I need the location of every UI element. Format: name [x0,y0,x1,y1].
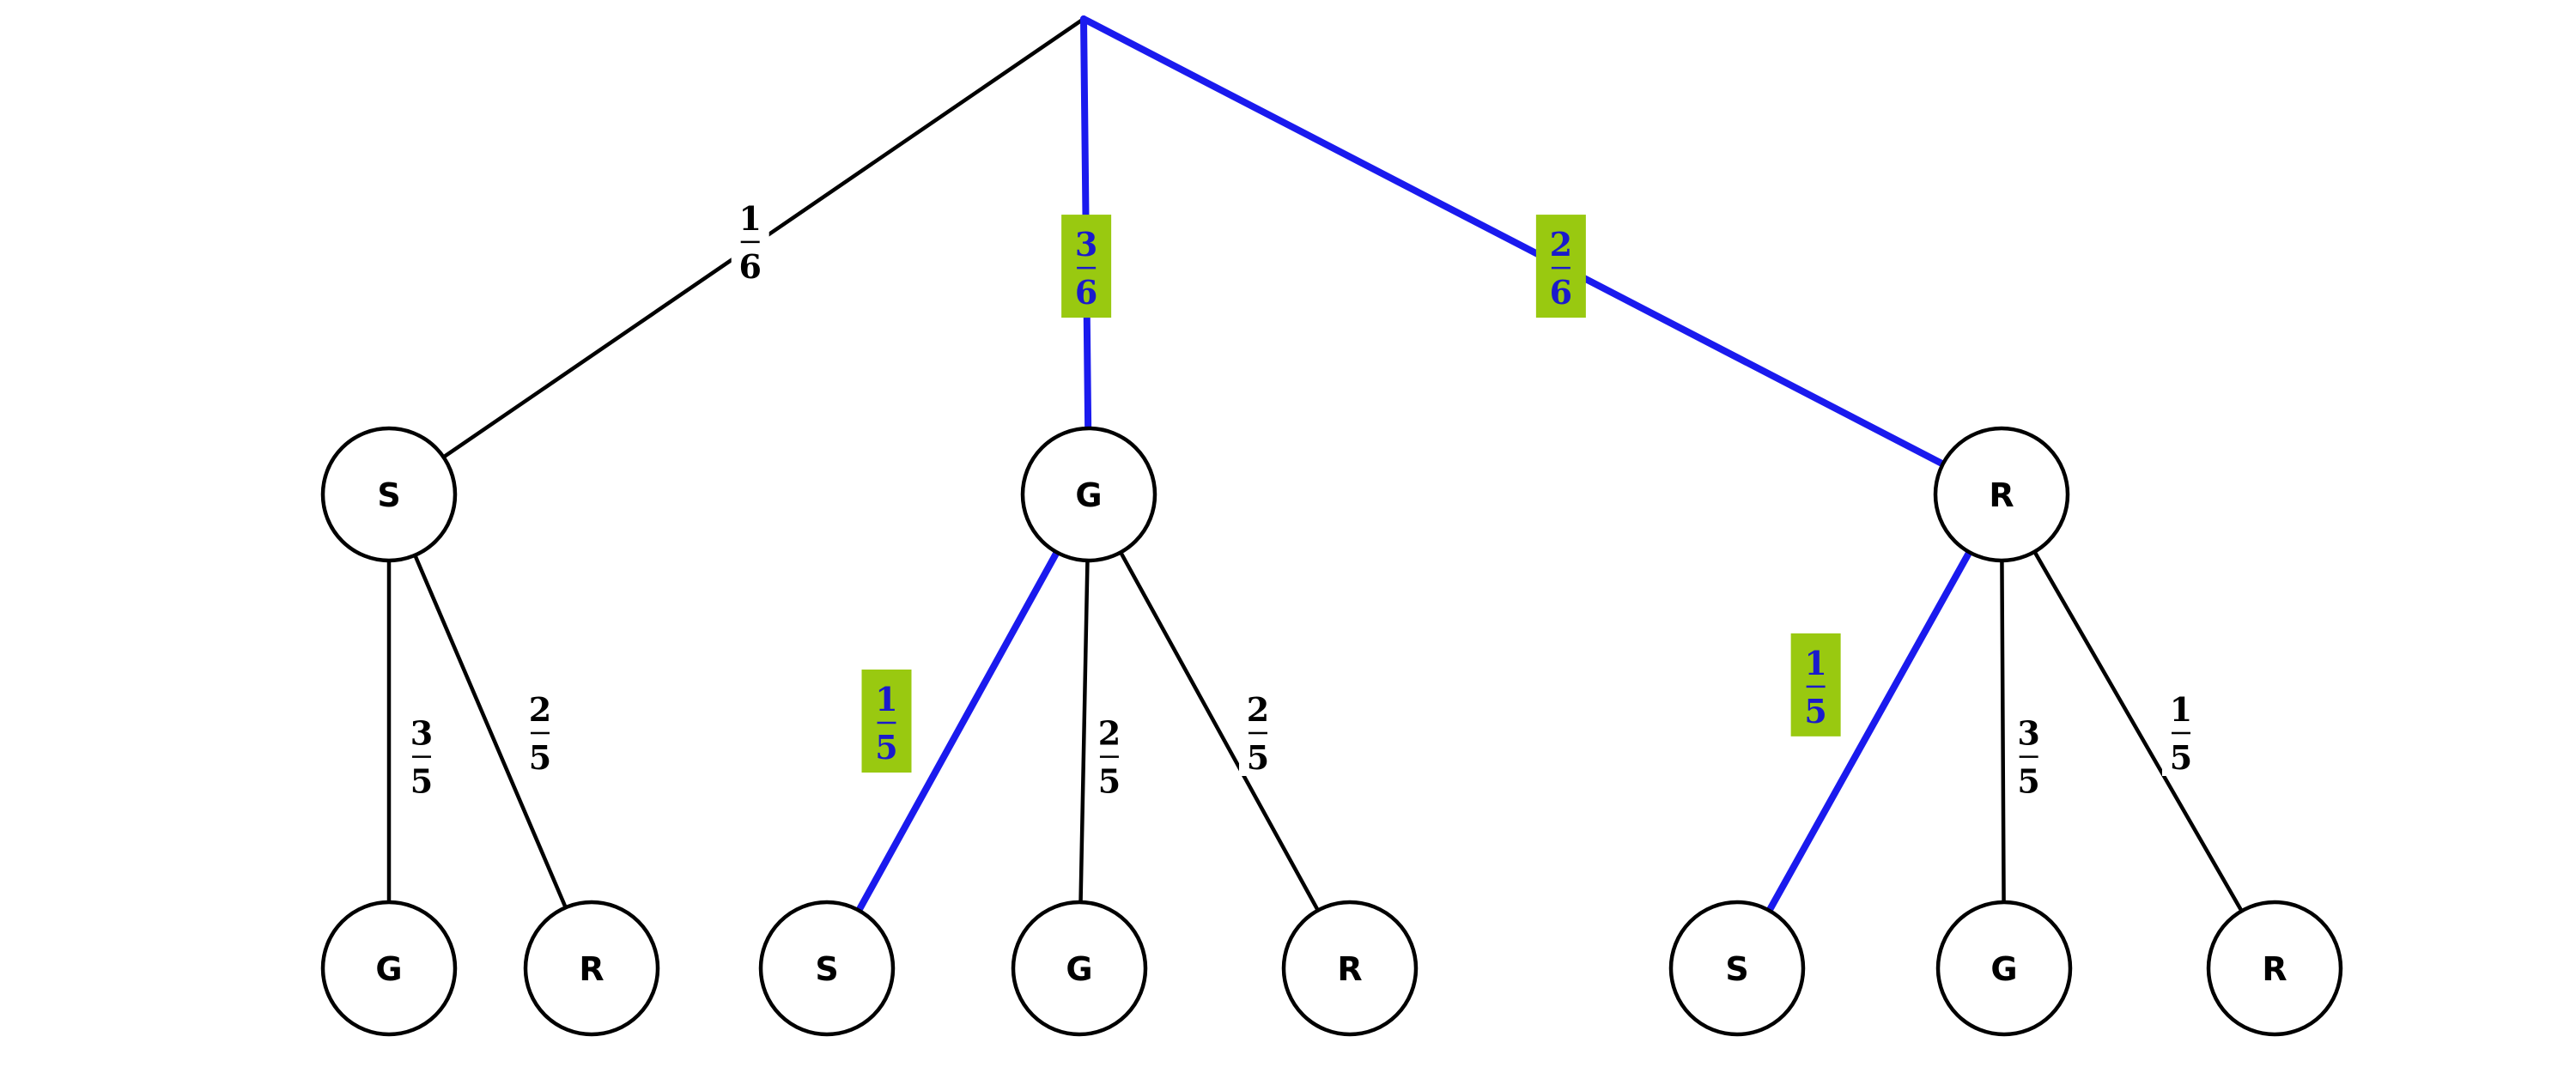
node-circle [1011,900,1148,1037]
fraction-denominator: 6 [738,247,761,286]
branch-probability-s: 16 [731,195,769,286]
fraction-numerator: 2 [1098,714,1121,753]
branch-probability-g-s: 15 [861,670,912,773]
fraction-numerator: 2 [1550,225,1572,264]
node-label: R [2262,950,2287,988]
node-circle [2206,900,2343,1037]
tree-node-g-r: R [1281,900,1419,1037]
highlight-box [1061,215,1112,318]
branch-probability-s-g: 35 [403,710,440,801]
branch-edge-r-s [1765,549,1973,914]
node-label: R [1989,476,2014,514]
tree-node-r-s: S [1668,900,1806,1037]
node-circle [320,426,458,563]
fraction-numerator: 1 [738,199,761,238]
tree-node-r-r: R [2206,900,2343,1037]
label-backing [2009,710,2048,800]
branch-probability-s-r: 25 [521,687,559,777]
fraction-numerator: 2 [529,690,551,729]
fraction-numerator: 3 [410,714,433,753]
node-label: G [1990,950,2017,988]
node-circle [523,900,660,1037]
label-backing [1239,687,1277,776]
branch-edge-g-g [1078,558,1090,905]
label-backing [1090,710,1128,800]
node-circle [1668,900,1806,1037]
node-circle [758,900,896,1037]
fraction-denominator: 5 [529,738,551,777]
fraction-denominator: 5 [1098,762,1121,801]
node-label: R [1337,950,1362,988]
node-label: R [579,950,604,988]
branch-probability-r-r: 15 [2162,687,2200,777]
fraction-denominator: 5 [1804,692,1826,730]
node-label: S [1725,950,1748,988]
fraction-denominator: 5 [2170,738,2192,777]
node-label: S [815,950,838,988]
node-circle [1281,900,1419,1037]
edges-layer [386,15,2244,914]
highlight-box [861,670,912,773]
fraction-numerator: 1 [2170,690,2192,729]
branch-edge-r-r [2032,549,2244,913]
branch-probability-g-r: 25 [1239,687,1277,777]
branch-probability-r-g: 35 [2009,710,2048,801]
label-backing [731,195,769,285]
branch-edge-s-r [413,553,568,910]
branch-probability-r: 26 [1535,215,1586,318]
label-backing [403,710,440,800]
branch-edge-g-s [855,549,1060,914]
fraction-numerator: 3 [2017,714,2039,753]
fraction-denominator: 6 [1075,273,1097,312]
fraction-numerator: 3 [1075,225,1097,264]
branch-edge-r-g [2000,558,2006,905]
fraction-denominator: 5 [875,728,897,767]
tree-node-r: R [1933,426,2070,563]
tree-node-s-g: G [320,900,458,1037]
fraction-denominator: 5 [410,762,433,801]
tree-node-r-g: G [1935,900,2073,1037]
node-circle [1020,426,1157,563]
branch-probability-g: 36 [1061,215,1112,318]
branch-probability-r-s: 15 [1790,633,1841,737]
fraction-denominator: 5 [2017,762,2039,801]
tree-node-s: S [320,426,458,563]
tree-node-s-r: R [523,900,660,1037]
branch-edge-g-r [1118,550,1321,912]
node-label: G [1075,476,1102,514]
highlight-box [1790,633,1841,737]
nodes-layer: S G R G R S G R S G R [320,426,2343,1037]
fraction-denominator: 6 [1550,273,1572,312]
tree-node-g-s: S [758,900,896,1037]
node-label: G [375,950,402,988]
branch-probability-g-g: 25 [1090,710,1128,801]
fraction-denominator: 5 [1247,738,1269,777]
fraction-numerator: 2 [1247,690,1269,729]
label-backing [521,687,559,776]
highlight-box [1535,215,1586,318]
node-circle [1935,900,2073,1037]
node-circle [320,900,458,1037]
tree-node-g: G [1020,426,1157,563]
branch-edge-r [1080,15,1947,468]
fraction-numerator: 1 [875,680,897,718]
fraction-numerator: 1 [1804,644,1826,682]
node-label: G [1066,950,1092,988]
tree-node-g-g: G [1011,900,1148,1037]
node-label: S [377,476,400,514]
label-backing [2162,687,2200,776]
node-circle [1933,426,2070,563]
